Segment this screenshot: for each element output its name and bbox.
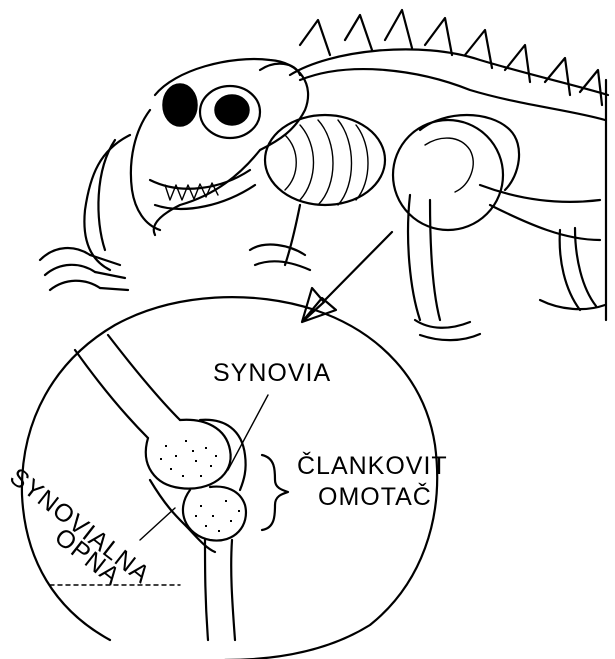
- label-synovialna: SYNOVIALNA: [4, 463, 155, 590]
- label-clankovit: ČLANKOVIT: [297, 451, 448, 480]
- dog-skeleton-illustration: [40, 10, 608, 340]
- label-omotac: OMOTAČ: [318, 482, 432, 511]
- magnify-arrow: [302, 232, 392, 322]
- label-synovia: SYNOVIA: [213, 359, 331, 387]
